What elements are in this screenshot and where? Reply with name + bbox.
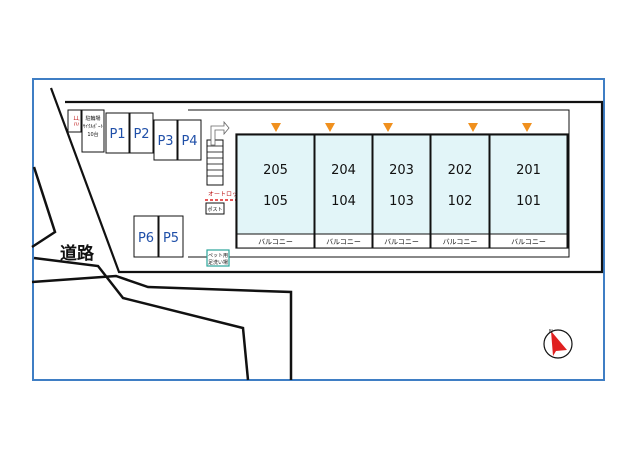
entrance-arrow-icon	[468, 123, 478, 132]
balcony-label: バルコニー	[326, 238, 361, 246]
unit-202-102: 202 102 バルコニー	[430, 134, 490, 249]
parking-p6	[133, 215, 159, 258]
unit-lower-number: 103	[389, 194, 414, 209]
parking-p4-label: P4	[181, 134, 197, 149]
pet-footwash-line1: ペット用	[208, 253, 228, 259]
entrance-arrow-icon	[522, 123, 532, 132]
balcony-label: バルコニー	[258, 238, 293, 246]
parking-p3	[153, 119, 178, 161]
road-edge-lower-2	[33, 256, 250, 381]
parking-p2-label: P2	[133, 127, 149, 142]
balcony-label: バルコニー	[443, 238, 478, 246]
entrance-arrows	[271, 123, 532, 132]
unit-201-101: 201 101 バルコニー	[489, 134, 568, 249]
entrance-arrow-icon	[325, 123, 335, 132]
unit-upper-number: 202	[448, 163, 473, 178]
mailbox	[205, 202, 225, 215]
parking-p5-label: P5	[163, 231, 179, 246]
parking-p5	[158, 215, 184, 258]
unit-203-103: 203 103 バルコニー	[372, 134, 431, 249]
property-boundary	[49, 87, 604, 274]
unit-204-104: 204 104 バルコニー	[314, 134, 373, 249]
parking-p1-label: P1	[109, 127, 125, 142]
stair-steps	[207, 145, 223, 177]
balcony-label: バルコニー	[511, 238, 546, 246]
stairs-direction-icon	[210, 120, 230, 146]
bicycle-parking-title: 駐輪場	[85, 115, 100, 122]
trash-area	[67, 109, 82, 133]
unit-lower-number: 101	[516, 194, 541, 209]
unit-lower-number: 102	[448, 194, 473, 209]
parking-p6-label: P6	[138, 231, 154, 246]
trash-label: ゴミ	[72, 115, 80, 127]
unit-upper-number: 201	[516, 163, 541, 178]
unit-lower-number: 105	[263, 194, 288, 209]
pet-footwash-line2: 足洗い場	[208, 259, 228, 266]
bicycle-parking-sub: ｻｲｸﾙﾎﾟｰﾄ	[83, 123, 104, 130]
inner-lane	[188, 109, 570, 258]
bicycle-parking-area	[81, 109, 105, 153]
balcony-label: バルコニー	[384, 238, 419, 246]
unit-upper-number: 205	[263, 163, 288, 178]
road-edge-lower	[31, 274, 293, 380]
unit-205-105: 205 105 バルコニー	[236, 134, 315, 249]
bicycle-parking-count: 10台	[87, 131, 98, 138]
autolock-label: オートロック	[208, 191, 244, 198]
parking-p2	[129, 112, 154, 154]
parking-p1	[105, 112, 130, 154]
parking-p3-label: P3	[157, 134, 173, 149]
road-edge-upper	[31, 166, 57, 249]
road-label: 道路	[60, 243, 95, 264]
compass-label: N	[549, 329, 553, 335]
entrance-arrow-icon	[271, 123, 281, 132]
north-arrow-icon: N	[543, 329, 573, 359]
unit-upper-number: 204	[331, 163, 356, 178]
entrance-arrow-icon	[383, 123, 393, 132]
mailbox-label: ポスト	[207, 206, 222, 213]
unit-upper-number: 203	[389, 163, 414, 178]
parking-p4	[177, 119, 202, 161]
pet-footwash	[206, 249, 230, 267]
stairs	[206, 139, 224, 186]
unit-lower-number: 104	[331, 194, 356, 209]
